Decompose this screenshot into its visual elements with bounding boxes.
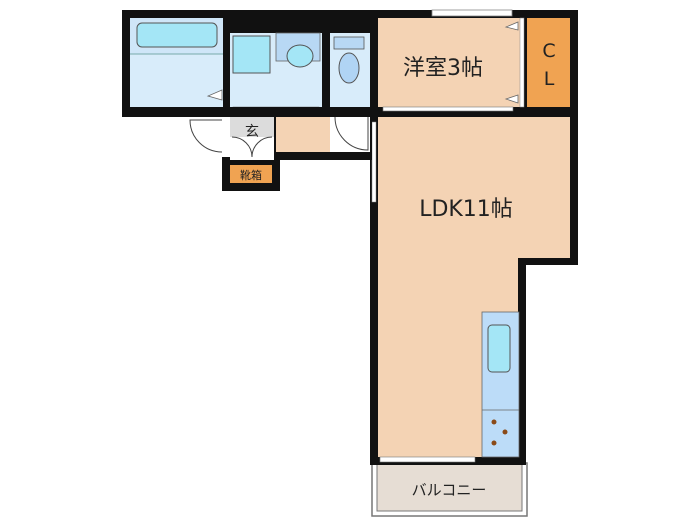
shoe-box-label: 靴箱 xyxy=(240,168,262,182)
sink xyxy=(286,44,314,68)
shoe-box xyxy=(230,165,272,183)
closet-label-l: L xyxy=(544,68,555,90)
entrance-door[interactable] xyxy=(189,119,223,153)
toilet-icon xyxy=(338,52,360,84)
western-room-label: 洋室3帖 xyxy=(403,56,483,81)
western-room xyxy=(378,18,520,107)
entrance-label: 玄 xyxy=(245,123,259,140)
washing-machine xyxy=(232,35,271,74)
ldk-label: LDK11帖 xyxy=(419,197,513,222)
closet-label-c: C xyxy=(542,40,555,62)
closet xyxy=(527,18,570,107)
kitchen-sink xyxy=(487,324,511,373)
ldk xyxy=(378,117,570,457)
stove-icon xyxy=(491,419,508,446)
balcony-label: バルコニー xyxy=(412,481,487,499)
